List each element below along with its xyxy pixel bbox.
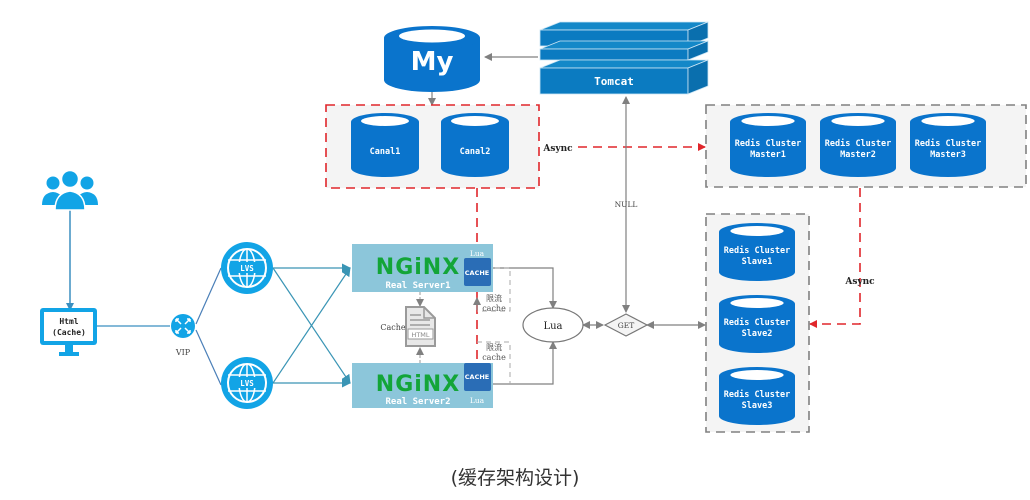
lvs-label: LVS: [240, 379, 254, 388]
redis-label-line2: Master2: [840, 150, 876, 160]
html-cache-label: Cache: [380, 323, 406, 332]
async-label-top: Async: [542, 144, 573, 154]
cache2-to-lua-arrow: [492, 341, 557, 385]
vip-router[interactable]: VIP: [171, 314, 195, 357]
database-icon: [441, 122, 509, 177]
nginx-lua-label: Lua: [470, 396, 485, 405]
users-icon: [42, 169, 98, 211]
redis-label-line2: Slave3: [742, 401, 773, 411]
nginx-lua-label: Lua: [470, 249, 485, 258]
limit-cache2-dashed-outline: [477, 341, 511, 384]
tomcat-server[interactable]: Tomcat: [539, 21, 709, 95]
redis-label-line2: Slave1: [742, 257, 773, 267]
svg-text:cache: cache: [482, 353, 506, 362]
database-icon: [351, 122, 419, 177]
tomcat-label: Tomcat: [594, 75, 634, 88]
svg-text:限流: 限流: [486, 293, 502, 303]
canal-2[interactable]: Canal2: [441, 113, 509, 177]
monitor-label-line2: (Cache): [52, 328, 86, 337]
cache-badge: [464, 258, 491, 286]
tomcat-front-panel: [539, 67, 689, 95]
monitor-stand: [59, 352, 79, 356]
database-icon: [719, 304, 795, 353]
limit-cache-label-2: 限流 cache: [482, 342, 506, 362]
lvs-node-1[interactable]: LVS: [221, 242, 273, 294]
monitor-neck: [65, 345, 73, 352]
redis-label-line1: Redis Cluster: [724, 245, 791, 256]
canal-label: Canal1: [370, 147, 401, 157]
vip-to-lvs2-line: [195, 329, 222, 386]
monitor-html-cache[interactable]: Html (Cache): [40, 308, 97, 356]
nginx-real-server-2[interactable]: NGiNX Real Server2 CACHE Lua: [352, 363, 493, 408]
lvs-node-2[interactable]: LVS: [221, 357, 273, 409]
connections: [66, 53, 861, 388]
database-icon: [730, 122, 806, 177]
nginx-real-server-1[interactable]: NGiNX Real Server1 Lua CACHE: [352, 244, 493, 292]
redis-label-line1: Redis Cluster: [724, 389, 791, 400]
limit-cache1-dashed-outline: [477, 267, 511, 312]
vip-to-lvs1-line: [195, 267, 222, 325]
router-arrows-glyph: [175, 318, 191, 334]
cache-badge: [464, 363, 491, 391]
cache1-to-lua-arrow: [492, 267, 557, 309]
limit-cache-label-1: 限流 cache: [482, 293, 506, 313]
nginx-logo: NGiNX: [376, 372, 460, 397]
cache-badge-label: CACHE: [465, 269, 489, 277]
redis-label-line1: Redis Cluster: [825, 138, 892, 149]
canal-group: Canal1 Canal2: [325, 104, 540, 189]
router-icon: [171, 314, 195, 338]
database-icon: [719, 376, 795, 425]
canal-label: Canal2: [460, 147, 491, 157]
lvs2-to-nginx1-arrow: [272, 267, 351, 384]
nginx-server-name: Real Server2: [385, 397, 450, 407]
lua-label: Lua: [543, 321, 562, 332]
database-icon: [820, 122, 896, 177]
nginx-server-name: Real Server1: [385, 281, 450, 291]
lua-node[interactable]: Lua: [522, 307, 584, 343]
document-html-label: HTML: [411, 331, 429, 339]
redis-label-line2: Master1: [750, 150, 786, 160]
canal-1[interactable]: Canal1: [351, 113, 419, 177]
null-label: NULL: [615, 200, 638, 209]
lua-ellipse: [522, 307, 584, 343]
get-label: GET: [618, 321, 634, 330]
redis-label-line1: Redis Cluster: [915, 138, 982, 149]
redis-label-line1: Redis Cluster: [724, 317, 791, 328]
vip-label: VIP: [175, 348, 191, 357]
database-icon: [910, 122, 986, 177]
monitor-screen: [44, 312, 93, 341]
get-decision-node[interactable]: GET: [603, 313, 649, 337]
monitor-label-line1: Html: [59, 317, 78, 326]
redis-label-line1: Redis Cluster: [735, 138, 802, 149]
html-cache-document[interactable]: Cache HTML: [380, 306, 436, 347]
mysql-label: My: [411, 47, 454, 77]
async-label-right: Async: [844, 277, 875, 287]
redis-label-line2: Slave2: [742, 329, 773, 339]
document-icon: [405, 306, 436, 347]
database-icon: [719, 232, 795, 281]
svg-text:cache: cache: [482, 304, 506, 313]
cache-badge-label: CACHE: [465, 373, 489, 381]
lvs-label: LVS: [240, 264, 254, 273]
mysql-database[interactable]: My: [384, 26, 480, 92]
nginx-logo: NGiNX: [376, 255, 460, 280]
redis-label-line2: Master3: [930, 150, 966, 160]
diagram-caption: (缓存架构设计): [450, 467, 580, 489]
database-icon: [384, 38, 480, 92]
svg-text:限流: 限流: [486, 342, 502, 352]
redis-master-to-slave-async-arrow: [809, 188, 861, 328]
get-diamond: [603, 313, 649, 337]
